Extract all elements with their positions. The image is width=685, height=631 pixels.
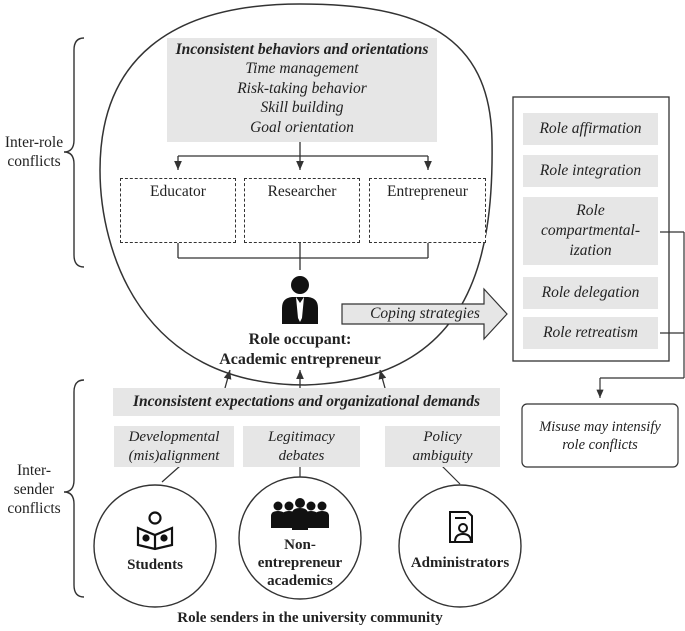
inter-role-label: Inter-role conflicts (0, 133, 68, 171)
strategy-role-affirmation: Role affirmation (523, 113, 658, 145)
compartmental-line: ization (569, 242, 612, 259)
role-occupant-line1: Role occupant: (248, 331, 352, 348)
issue-line: debates (278, 447, 325, 464)
issue-line: (mis)alignment (128, 447, 220, 464)
inter-role-line: Inter-role (4, 134, 64, 151)
role-occupant-line2: Academic entrepreneur (219, 351, 381, 368)
nonentre-line: Non- (284, 537, 316, 553)
strategy-role-compartmentalization: Role compartmental- ization (523, 197, 658, 265)
strategy-role-retreatism: Role retreatism (523, 317, 658, 349)
nonentre-label: Non- entrepreneur academics (245, 536, 355, 590)
educator-role-box: Educator (120, 178, 236, 243)
inter-role-line: conflicts (7, 153, 61, 170)
behavior-item: Time management (245, 60, 359, 77)
compartmental-line: compartmental- (540, 222, 640, 239)
nonentre-line: academics (267, 573, 333, 589)
role-occupant-label: Role occupant: Academic entrepreneur (190, 330, 410, 370)
misuse-note: Misuse may intensify role conflicts (522, 418, 678, 454)
misuse-line: Misuse may intensify (539, 419, 661, 435)
policy-ambiguity-label: Policy ambiguity (385, 426, 500, 467)
researcher-role-box: Researcher (244, 178, 360, 243)
nonentre-line: entrepreneur (257, 555, 343, 571)
administrator-icon (449, 511, 473, 543)
educator-label: Educator (150, 183, 206, 200)
entrepreneur-role-box: Entrepreneur (369, 178, 486, 243)
issue-line: Policy (423, 428, 462, 445)
inter-sender-brace (63, 379, 85, 598)
footer-caption: Role senders in the university community (177, 610, 443, 626)
students-circle (93, 484, 217, 608)
inter-sender-line: sender (13, 481, 55, 498)
compartmental-line: Role (576, 202, 605, 219)
inter-sender-line: Inter- (16, 462, 52, 479)
researcher-label: Researcher (267, 183, 337, 200)
issue-line: Legitimacy (268, 428, 335, 445)
person-icon (282, 276, 318, 324)
inconsistent-behaviors-title: Inconsistent behaviors and orientations (175, 41, 429, 58)
inter-sender-label: Inter- sender conflicts (4, 461, 64, 518)
behavior-item: Goal orientation (250, 118, 354, 136)
coping-strategies-label: Coping strategies (370, 305, 480, 322)
inconsistent-expectations-bar: Inconsistent expectations and organizati… (113, 388, 500, 416)
strategy-role-integration: Role integration (523, 155, 658, 187)
legitimacy-debates-label: Legitimacy debates (243, 426, 360, 467)
misuse-line: role conflicts (562, 437, 638, 453)
inconsistent-behaviors-box: Inconsistent behaviors and orientations … (167, 38, 437, 142)
administrators-label: Administrators (410, 555, 510, 571)
behavior-item: Skill building (260, 99, 344, 116)
entrepreneur-label: Entrepreneur (387, 183, 468, 200)
developmental-alignment-label: Developmental (mis)alignment (114, 426, 234, 467)
admins-circle (398, 484, 522, 608)
issue-line: ambiguity (412, 447, 473, 464)
people-group-icon (271, 498, 329, 530)
students-icon (136, 511, 174, 551)
inter-sender-line: conflicts (7, 500, 61, 517)
strategy-role-delegation: Role delegation (523, 277, 658, 309)
issue-line: Developmental (128, 428, 220, 445)
behavior-item: Risk-taking behavior (237, 79, 367, 97)
students-label: Students (127, 557, 183, 573)
